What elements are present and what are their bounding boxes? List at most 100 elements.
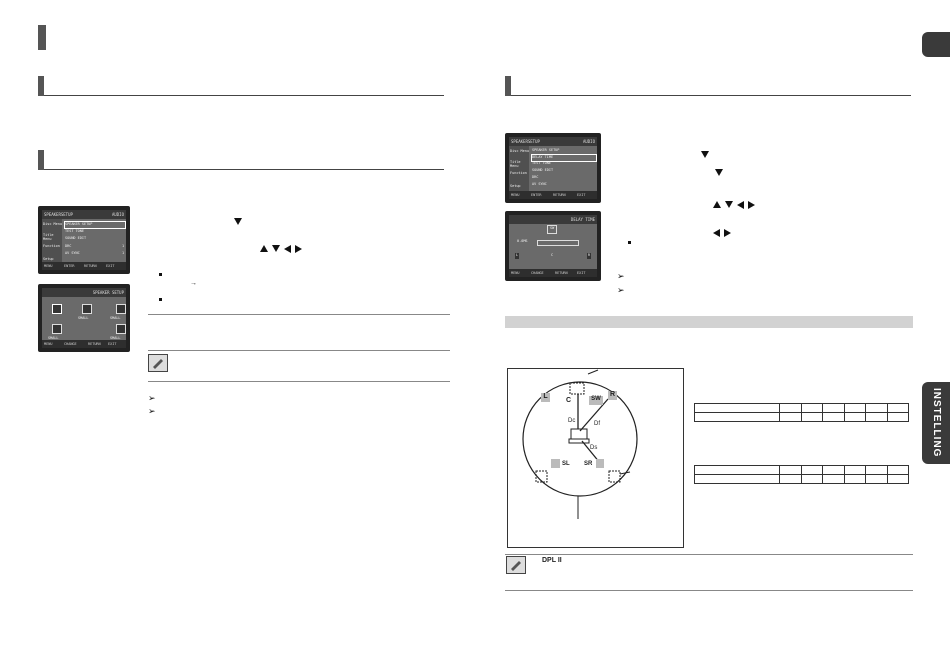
speaker-size-label: SMALL xyxy=(48,336,59,340)
sw-badge: SW xyxy=(547,225,558,234)
delay-slider[interactable] xyxy=(537,240,579,246)
footer-key: EXIT xyxy=(577,271,586,275)
left-arrow-icon xyxy=(737,200,744,209)
menu-row-selected[interactable]: SPEAKER SETUP xyxy=(64,221,126,229)
speaker-icon xyxy=(116,324,126,334)
screen-header-right: DELAY TIME xyxy=(570,217,595,222)
speaker-sl-box xyxy=(551,459,560,468)
left-arrow-icon xyxy=(713,228,720,237)
footer-key: ENTER xyxy=(531,193,542,197)
speaker-l-label: L xyxy=(541,393,550,402)
speaker-icon xyxy=(52,304,62,314)
down-arrow-icon xyxy=(234,218,242,225)
down-arrow-icon xyxy=(715,169,723,176)
side-menu-item: Setup xyxy=(510,184,521,188)
section-marker-2 xyxy=(38,150,44,170)
menu-row[interactable]: DRC xyxy=(65,244,72,248)
bullet-icon xyxy=(159,298,162,301)
distance-table-1 xyxy=(694,403,909,422)
divider xyxy=(148,381,450,382)
screen-header-right: AUDIO xyxy=(582,139,595,144)
speaker-icon xyxy=(116,304,126,314)
screen-side-menu: Disc Menu Title Menu Function Setup xyxy=(509,146,529,191)
speaker-icon xyxy=(82,304,92,314)
distance-dc-label: Dc xyxy=(568,418,576,424)
direction-arrows-icon xyxy=(260,240,306,258)
pointer-icon: ➢ xyxy=(617,271,625,281)
delay-value-label: 0.0MS xyxy=(517,239,528,243)
left-right-arrows-icon xyxy=(713,224,735,242)
footer-key: EXIT xyxy=(106,264,115,268)
dolby-prologic-symbol: DPL II xyxy=(542,557,562,564)
down-arrow-icon xyxy=(725,201,733,209)
menu-row[interactable]: TEST TONE xyxy=(532,161,551,165)
screen-header-right: SPEAKER SETUP xyxy=(92,290,124,295)
divider xyxy=(505,554,913,555)
menu-row[interactable]: SOUND EDIT xyxy=(65,236,87,240)
speaker-letter: R xyxy=(587,253,592,259)
side-menu-item: Title Menu xyxy=(510,160,521,168)
footer-key: MENU xyxy=(44,342,53,346)
menu-row-value: 1 xyxy=(122,244,125,248)
menu-row[interactable]: TEST TONE xyxy=(65,229,84,233)
pointer-icon: ➢ xyxy=(148,406,156,416)
speaker-placement-diagram: L C SW R SL SR Dc Df Ds xyxy=(507,368,684,548)
note-pencil-icon xyxy=(148,354,168,372)
menu-row[interactable]: AV SYNC xyxy=(532,182,547,186)
left-arrow-icon xyxy=(284,244,291,253)
menu-row-selected[interactable]: DELAY TIME xyxy=(531,154,597,162)
distance-ds-label: Ds xyxy=(590,445,598,451)
bullet-icon xyxy=(159,273,162,276)
footer-key: CHANGE xyxy=(531,271,544,275)
side-menu-item: Disc Menu xyxy=(510,149,529,153)
footer-key: RETURN xyxy=(553,193,566,197)
speaker-letter: C xyxy=(551,253,554,257)
screen-side-menu: Disc Menu Title Menu Function Setup xyxy=(42,219,62,262)
speaker-size-label: SMALL xyxy=(110,336,121,340)
right-arrow-icon xyxy=(748,200,755,209)
speaker-size-label: SMALL xyxy=(110,316,121,320)
menu-row[interactable]: DRC xyxy=(532,175,539,179)
section-rule-3 xyxy=(511,95,911,96)
down-arrow-icon xyxy=(272,245,280,253)
side-menu-item: Disc Menu xyxy=(43,222,62,226)
arrow-separator: → xyxy=(190,280,197,287)
footer-key: RETURN xyxy=(555,271,568,275)
right-arrow-icon xyxy=(295,244,302,253)
menu-row[interactable]: SPEAKER SETUP xyxy=(532,148,560,152)
side-menu-item: Title Menu xyxy=(43,233,54,241)
speaker-r-label: R xyxy=(608,391,617,400)
divider xyxy=(148,314,450,315)
footer-key: MENU xyxy=(511,271,520,275)
speaker-c-label: C xyxy=(566,397,572,404)
down-arrow-icon xyxy=(701,151,709,158)
pointer-icon: ➢ xyxy=(617,285,625,295)
speaker-sr-box xyxy=(596,459,604,468)
speaker-sw-label: SW xyxy=(589,396,603,405)
chapter-tab-en xyxy=(922,32,950,57)
menu-row-value: 1 xyxy=(122,251,125,255)
speaker-letter: L xyxy=(515,253,520,259)
pointer-icon: ➢ xyxy=(148,393,156,403)
direction-arrows-icon xyxy=(713,196,759,214)
delay-time-screen: DELAY TIME SW 0.0MS L C R MENU CHANGE RE… xyxy=(505,211,601,281)
page-title-bar xyxy=(38,25,46,50)
chapter-tab-instelling xyxy=(922,382,950,464)
footer-key: MENU xyxy=(44,264,53,268)
footer-key: RETURN xyxy=(84,264,97,268)
divider xyxy=(148,350,450,351)
footer-key: EXIT xyxy=(108,342,117,346)
up-arrow-icon xyxy=(260,245,268,253)
up-arrow-icon xyxy=(713,201,721,209)
section-rule-1 xyxy=(44,95,444,96)
menu-row[interactable]: AV SYNC xyxy=(65,251,80,255)
footer-key: MENU xyxy=(511,193,520,197)
section-band xyxy=(505,316,913,328)
footer-key: RETURN xyxy=(88,342,101,346)
distance-table-2 xyxy=(694,465,909,484)
speaker-sr-label: SR xyxy=(584,461,593,467)
menu-row[interactable]: SOUND EDIT xyxy=(532,168,554,172)
section-marker-1 xyxy=(38,76,44,96)
footer-key: CHANGE xyxy=(64,342,77,346)
